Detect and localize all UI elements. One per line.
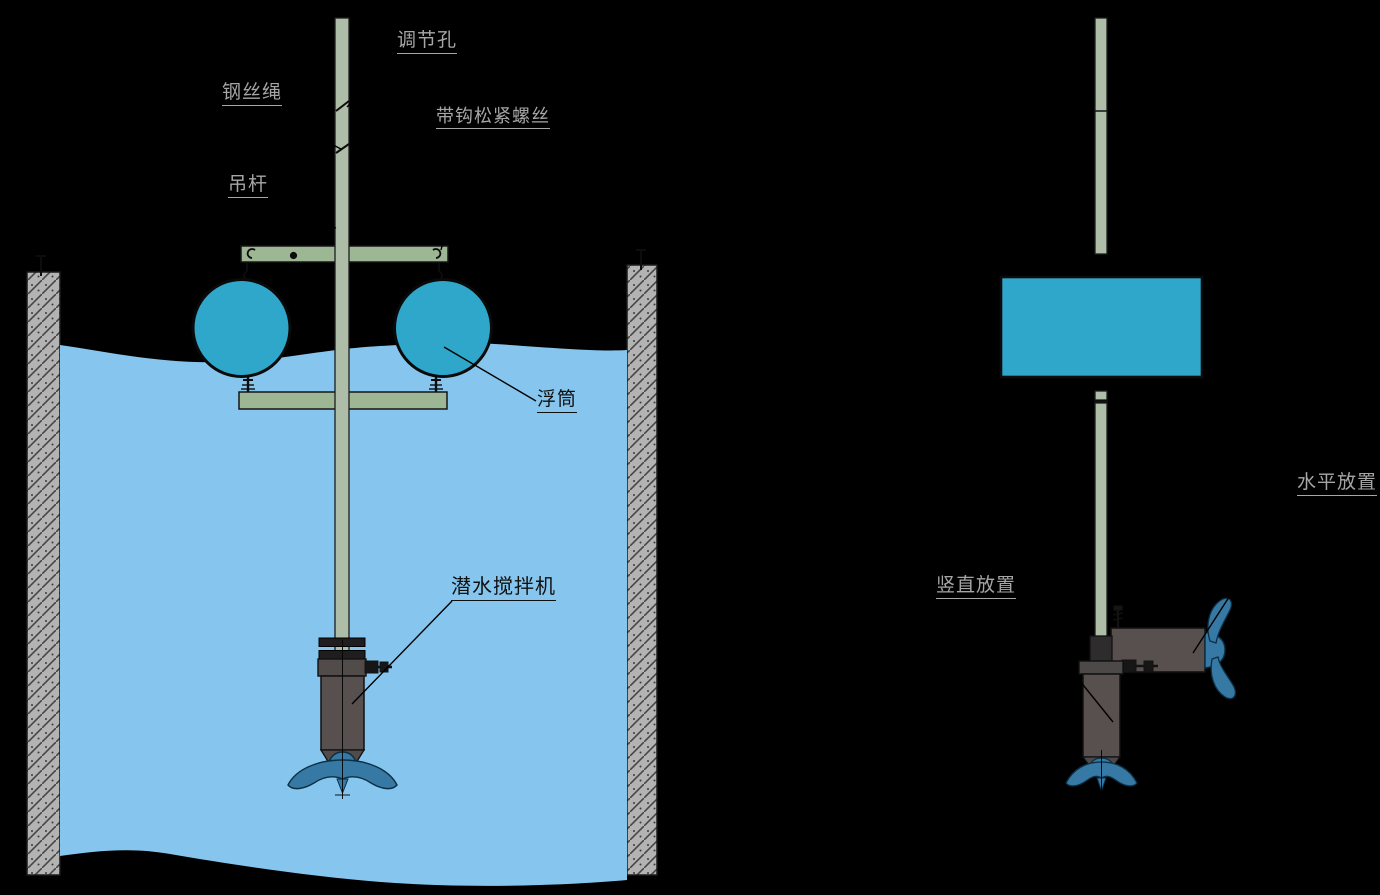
float-bolt-left	[241, 376, 255, 392]
label-turnbuckle: 带钩松紧螺丝	[436, 107, 550, 129]
propeller-side-blade-up	[1207, 597, 1233, 644]
leader-float	[443, 346, 537, 402]
pole-clamp	[1089, 635, 1113, 665]
propeller-side-blade-down	[1210, 656, 1237, 700]
wall-anchor-bolt-left	[36, 255, 46, 276]
leader-adjustment-hole	[346, 52, 399, 108]
label-horizontal-placement: 水平放置	[1297, 473, 1378, 496]
tank-wall-left	[26, 271, 61, 876]
label-wire-rope: 钢丝绳	[222, 83, 283, 106]
guide-pole-side-upper	[1094, 17, 1108, 255]
label-vertical-placement: 竖直放置	[936, 576, 1017, 599]
pole-stub-cap	[1094, 390, 1108, 401]
float-bolt-right	[429, 376, 443, 392]
mixer-front-top-cap	[317, 658, 367, 677]
leader-hanger-rod	[249, 196, 337, 229]
leader-vertical	[1012, 597, 1114, 723]
label-float: 浮筒	[537, 390, 578, 413]
leader-turnbuckle	[440, 129, 473, 251]
label-hanger-rod: 吊杆	[228, 175, 269, 198]
leader-horizontal	[1192, 492, 1297, 654]
guide-pole-front	[334, 17, 350, 663]
top-bar-hole	[289, 251, 298, 260]
mixer-front	[287, 637, 398, 799]
tank-wall-right	[626, 264, 658, 876]
guide-pole-side-lower	[1094, 402, 1108, 640]
mixer-top-bolt	[1112, 605, 1124, 629]
float-right	[393, 278, 493, 378]
wall-anchor-bolt-right	[636, 249, 646, 270]
mixer-vertical-flange	[1078, 660, 1124, 675]
label-submersible-mixer: 潜水搅拌机	[451, 577, 556, 601]
float-left	[191, 278, 292, 378]
leader-mixer	[351, 600, 453, 705]
leader-lines	[249, 52, 1297, 723]
leader-wire-rope	[252, 103, 342, 150]
mixer-side	[1065, 597, 1237, 797]
mixer-side-cable-gland	[1121, 659, 1158, 673]
adjustment-hole-marks	[335, 100, 350, 154]
mixer-vertical-body	[1082, 673, 1121, 758]
float-side	[999, 275, 1204, 379]
label-adjustment-hole: 调节孔	[397, 31, 458, 54]
